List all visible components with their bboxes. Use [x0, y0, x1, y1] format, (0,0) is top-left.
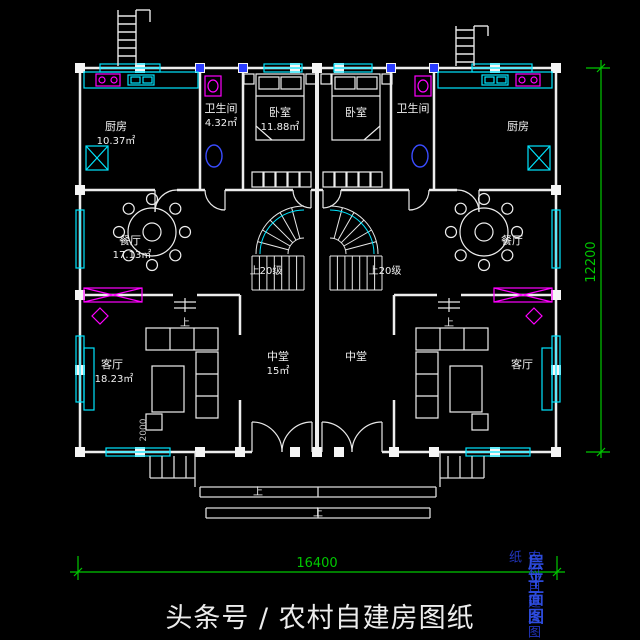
side-table-icon [145, 413, 163, 431]
spiral-staircase-icon [251, 205, 305, 291]
dimension-width-value: 16400 [296, 556, 337, 571]
tv-cabinet-icon [541, 347, 553, 411]
fridge-icon [527, 145, 551, 171]
exterior-ladder-icon [455, 25, 489, 66]
double-door-icon [321, 421, 383, 453]
side-entry-steps [438, 298, 460, 312]
room-label-kitchen-left: 厨房 [105, 120, 127, 133]
side-steps [440, 456, 485, 479]
room-area-dining-left: 17.13㎡ [113, 249, 152, 261]
room-label-bathroom-left: 卫生间 [205, 101, 238, 115]
nightstand-icon [243, 73, 255, 85]
wardrobe-icon [322, 171, 383, 188]
side-steps [149, 456, 195, 479]
dimension-height-value: 12200 [584, 241, 599, 282]
sofa-set-icon [415, 327, 489, 431]
exterior-ladder-icon [117, 9, 151, 66]
walls [78, 66, 558, 454]
room-label-bathroom-right: 卫生间 [397, 101, 430, 115]
bed-icon [243, 73, 317, 141]
window-icon [333, 63, 373, 73]
round-table-icon [444, 192, 524, 272]
door-arc-icon [322, 189, 342, 209]
room-area-bathroom-left: 4.32㎡ [205, 117, 237, 129]
room-label-dining-right: 餐厅 [501, 233, 523, 247]
kitchen-counter-icon [437, 71, 553, 89]
planter-icon [493, 287, 553, 303]
double-door-icon [251, 421, 313, 453]
up-mark: 上 [253, 486, 263, 498]
toilet-icon [204, 75, 222, 97]
round-table-icon [112, 192, 192, 272]
window-icon [263, 63, 303, 73]
stairs-label-right: 上20级 [369, 265, 402, 277]
window-icon [99, 63, 161, 73]
nightstand-icon [305, 73, 317, 85]
washbasin-icon [205, 144, 223, 168]
wardrobe-icon [251, 171, 312, 188]
side-table-icon [471, 413, 489, 431]
sink-icon [481, 74, 509, 86]
door-arc-icon [408, 189, 430, 211]
room-label-bedroom-left: 卧室 [269, 105, 291, 119]
up-mark: 上 [313, 507, 323, 519]
diamond-marker-icon [91, 307, 109, 325]
room-label-living-right: 客厅 [511, 357, 533, 371]
coffee-table-icon [151, 365, 185, 413]
dimension-right [586, 60, 610, 458]
room-label-hall-right: 中堂 [345, 350, 367, 363]
window-icon [551, 209, 561, 269]
room-label-bedroom-right: 卧室 [345, 105, 367, 119]
dimension-porch-value: 2000 [139, 418, 149, 441]
side-entry-steps [174, 298, 196, 312]
dimension-bottom [70, 556, 565, 580]
side-watermark-vertical: 农村自建房图纸 [506, 550, 540, 640]
door-arc-icon [456, 189, 480, 213]
window-icon [471, 63, 533, 73]
room-area-bedroom-left: 11.88㎡ [261, 121, 300, 133]
kitchen-counter-icon [83, 71, 199, 89]
fridge-icon [85, 145, 109, 171]
window-icon [75, 209, 85, 269]
tv-cabinet-icon [83, 347, 95, 411]
bed-icon [320, 73, 393, 141]
door-arc-icon [204, 189, 226, 211]
window-icon [465, 447, 531, 457]
nightstand-icon [320, 73, 332, 85]
toilet-icon [414, 75, 432, 97]
stairs-label-left: 上20级 [250, 265, 283, 277]
planter-icon [83, 287, 143, 303]
sofa-set-icon [145, 327, 219, 431]
up-mark: 上 [180, 317, 190, 329]
stove-icon [515, 73, 541, 87]
sink-icon [127, 74, 155, 86]
room-label-kitchen-right: 厨房 [507, 120, 529, 133]
room-label-living-left: 客厅 [101, 357, 123, 371]
blue-markers [196, 64, 438, 72]
window-icon [105, 447, 171, 457]
coffee-table-icon [449, 365, 483, 413]
door-arc-icon [292, 189, 312, 209]
footer-watermark: 头条号 / 农村自建房图纸 [165, 603, 475, 634]
room-area-hall-left: 15㎡ [267, 365, 290, 377]
room-label-dining-left: 餐厅 [119, 233, 141, 247]
up-mark: 上 [444, 317, 454, 329]
nightstand-icon [381, 73, 393, 85]
washbasin-icon [411, 144, 429, 168]
stove-icon [95, 73, 121, 87]
spiral-staircase-icon [329, 205, 383, 291]
plan-title-vertical: 层平面图 [525, 554, 544, 626]
porch-steps [149, 452, 485, 519]
room-area-living-left: 18.23㎡ [95, 373, 134, 385]
room-label-hall-left: 中堂 [267, 350, 289, 363]
room-area-kitchen-left: 10.37㎡ [97, 135, 136, 147]
diamond-marker-icon [525, 307, 543, 325]
